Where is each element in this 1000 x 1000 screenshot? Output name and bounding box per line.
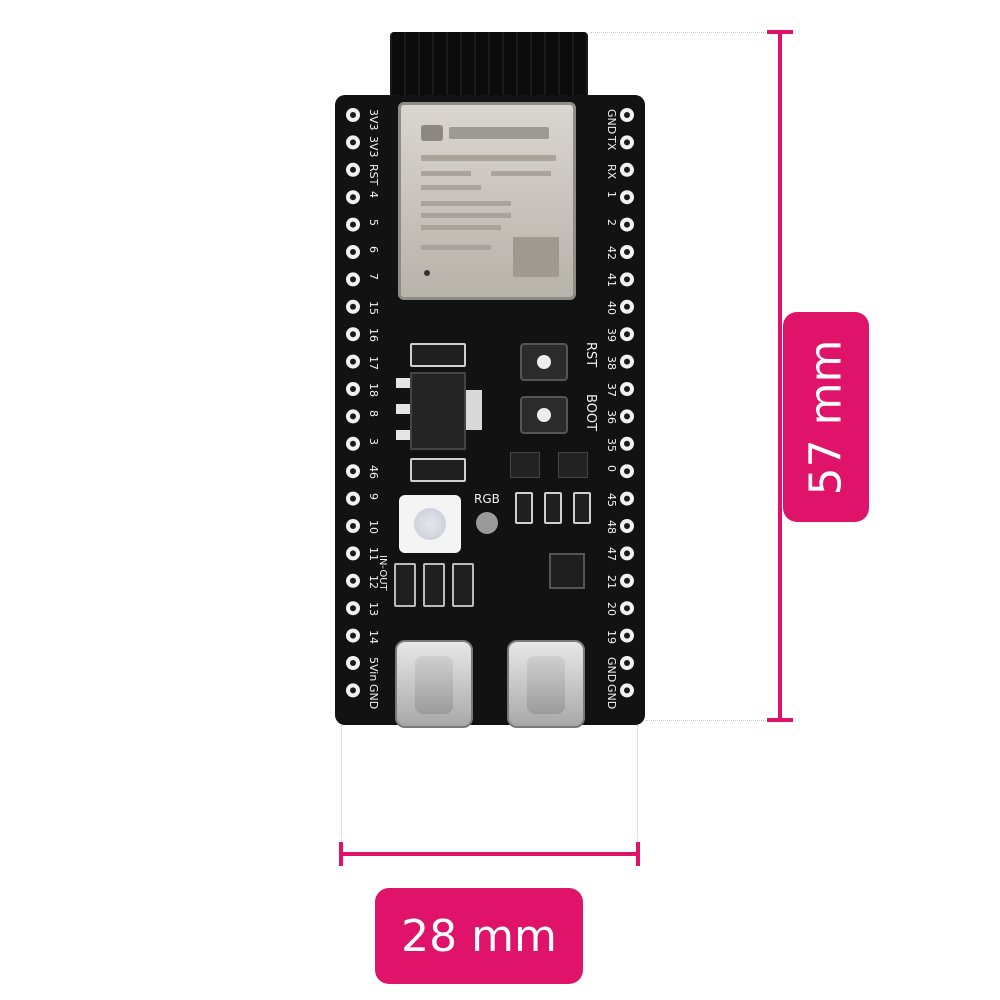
transistor <box>510 452 540 478</box>
right-pin-label: 21 <box>605 574 618 589</box>
capacitor <box>410 343 466 367</box>
diode <box>452 563 474 607</box>
left-pin-label: 5Vin <box>367 657 380 682</box>
height-dimension-cap-top <box>767 30 793 34</box>
left-pin-label: 4 <box>367 191 380 199</box>
left-pin-label: 17 <box>367 355 380 370</box>
usb-c-port-right[interactable] <box>507 640 585 728</box>
boot-button[interactable] <box>520 396 568 434</box>
resistor <box>544 492 562 524</box>
pin-headers <box>346 108 634 698</box>
right-pin-label: 45 <box>605 492 618 507</box>
width-dimension-cap-left <box>339 842 343 866</box>
width-badge: 28 mm <box>375 888 583 984</box>
capacitor <box>410 458 466 482</box>
right-pin-label: 39 <box>605 328 618 343</box>
height-badge: 57 mm <box>783 312 869 522</box>
rgb-label: RGB <box>474 492 500 506</box>
width-label: 28 mm <box>401 910 557 962</box>
right-pin-label: 2 <box>605 218 618 226</box>
left-pin-label: 6 <box>367 246 380 253</box>
in-out-label: IN-OUT <box>377 555 388 591</box>
left-pin-label: 16 <box>367 328 380 343</box>
resistor <box>515 492 533 524</box>
right-pin-label: 20 <box>605 602 618 617</box>
transistor <box>558 452 588 478</box>
usb-c-port-left[interactable] <box>395 640 473 728</box>
rst-label: RST <box>583 342 598 368</box>
left-pin-label: 13 <box>367 602 380 617</box>
qr-code-icon <box>513 237 559 277</box>
right-pin-label: 38 <box>605 355 618 370</box>
right-pin-label: 48 <box>605 520 618 534</box>
height-dimension-line <box>778 32 782 722</box>
right-pin-label: TX <box>605 136 618 151</box>
right-pin-label: 19 <box>605 629 618 644</box>
left-pin-label: 9 <box>367 492 380 500</box>
left-pin-label: 3V3 <box>367 109 380 131</box>
diode <box>423 563 445 607</box>
regulator-tab <box>466 390 482 430</box>
right-pin-label: 41 <box>605 273 618 288</box>
height-label: 57 mm <box>800 339 852 495</box>
right-pin-label: 47 <box>605 547 618 562</box>
left-pin-label: 3V3 <box>367 136 380 158</box>
left-pin-label: GND <box>367 684 380 710</box>
right-pin-label: GND <box>605 657 618 683</box>
right-pin-label: 42 <box>605 246 618 260</box>
logo-text-mark <box>449 127 549 139</box>
usb-bridge-chip <box>549 553 585 589</box>
right-pin-label: 40 <box>605 300 618 315</box>
wifi-antenna <box>390 32 588 104</box>
left-pin-label: 15 <box>367 300 380 315</box>
left-pin-label: 3 <box>367 437 380 445</box>
voltage-regulator <box>410 372 466 450</box>
right-pin-label: 35 <box>605 437 618 452</box>
left-pin-label: 7 <box>367 273 380 281</box>
boot-label: BOOT <box>583 394 598 432</box>
resistor <box>573 492 591 524</box>
width-dimension-cap-right <box>636 842 640 866</box>
wifi-module-shield <box>398 102 576 300</box>
left-pin-label: 10 <box>367 520 380 534</box>
right-pin-label: 36 <box>605 410 618 425</box>
diode <box>394 563 416 607</box>
right-pin-label: GND <box>605 109 618 135</box>
espressif-logo-icon <box>421 125 443 141</box>
right-pin-label: RX <box>605 163 618 179</box>
crystal <box>476 512 498 534</box>
height-dimension-cap-bottom <box>767 718 793 722</box>
right-pin-label: 0 <box>605 465 618 473</box>
right-pin-label: 1 <box>605 191 618 199</box>
rgb-led <box>399 495 461 553</box>
right-pin-label: 37 <box>605 383 618 397</box>
left-pin-label: 14 <box>367 629 380 644</box>
right-pin-label: GND <box>605 684 618 710</box>
left-pin-label: 8 <box>367 410 380 418</box>
left-pin-label: 46 <box>367 465 380 480</box>
left-pin-label: 5 <box>367 218 380 226</box>
left-pin-label: 18 <box>367 383 380 397</box>
left-pin-label: RST <box>367 163 380 186</box>
width-dimension-line <box>341 852 639 856</box>
rst-button[interactable] <box>520 343 568 381</box>
